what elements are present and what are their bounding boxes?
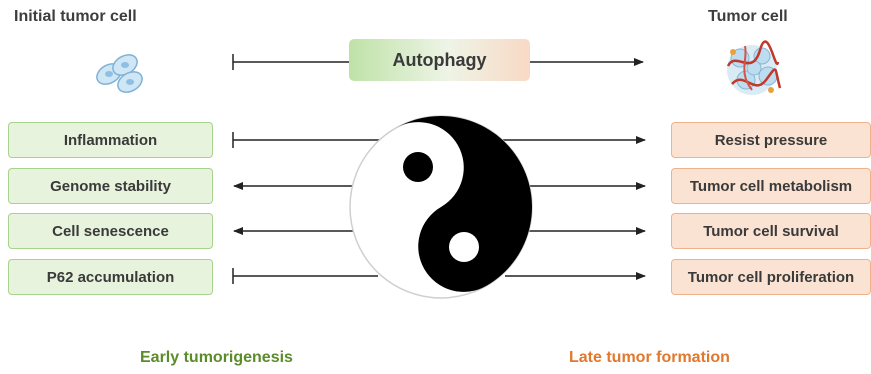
initial-tumor-cells-icon xyxy=(93,51,146,97)
early-tumorigenesis-label: Early tumorigenesis xyxy=(140,349,293,367)
autophagy-connector xyxy=(233,54,643,70)
tumor-cell-cluster-icon xyxy=(727,42,780,95)
left-arrow-inflammation xyxy=(233,132,380,148)
late-tumor-formation-label: Late tumor formation xyxy=(569,349,730,367)
left-arrow-p62-accumulation xyxy=(233,268,378,284)
yin-yang-icon xyxy=(350,83,565,309)
